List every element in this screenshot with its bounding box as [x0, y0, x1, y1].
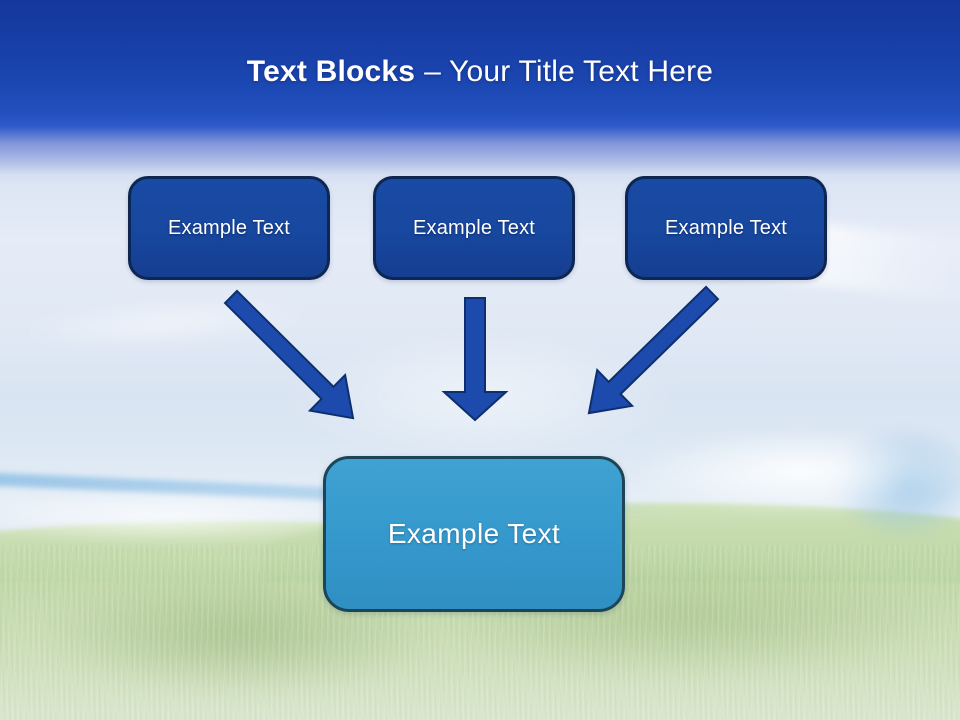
example-box-1: Example Text: [128, 176, 330, 280]
example-box-3: Example Text: [625, 176, 827, 280]
arrow-from-box-3-down-left-icon: [587, 285, 720, 415]
title-bold-text: Text Blocks: [246, 55, 416, 88]
example-box-3-label: Example Text: [664, 216, 788, 239]
slide-title: Text Blocks– Your Title Text Here: [0, 54, 960, 90]
center-example-box: Example Text: [323, 456, 625, 612]
arrow-from-box-1-down-right-icon: [223, 289, 355, 420]
example-box-2-label: Example Text: [412, 216, 536, 239]
example-box-1-label: Example Text: [167, 216, 291, 239]
sky-blue-patch: [830, 425, 960, 540]
example-box-2: Example Text: [373, 176, 575, 280]
title-regular-text: – Your Title Text Here: [424, 55, 714, 88]
center-example-box-label: Example Text: [387, 518, 561, 549]
title-band: [0, 0, 960, 175]
arrow-from-box-2-down-icon: [441, 297, 509, 422]
cloud-haze: [280, 330, 680, 460]
cloud: [630, 428, 960, 514]
cloud: [18, 289, 312, 357]
